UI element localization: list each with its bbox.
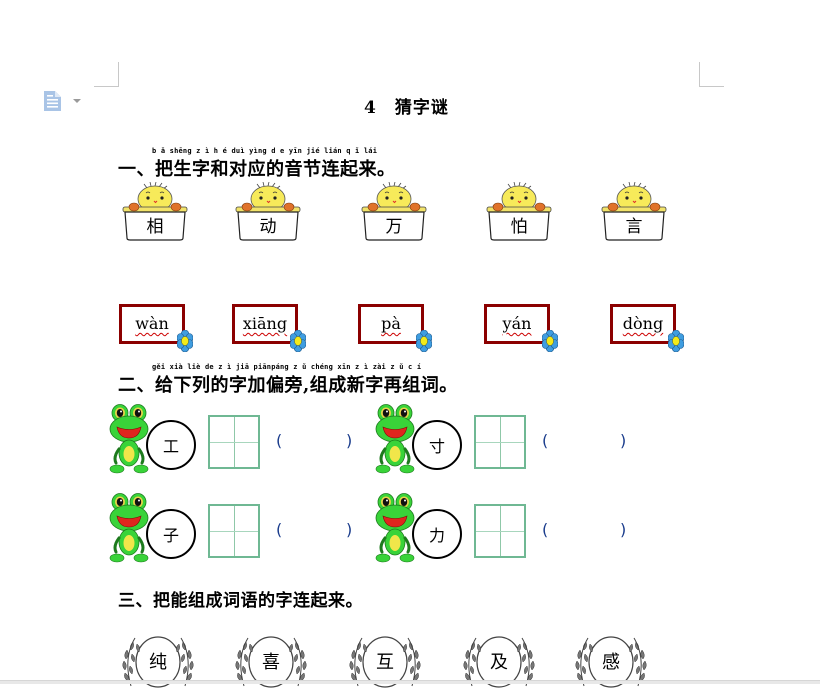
- word-answer-field[interactable]: [288, 518, 346, 540]
- chick-basket-icon: [601, 182, 667, 241]
- character-basket: 相: [119, 182, 191, 242]
- character-basket: 动: [232, 182, 304, 242]
- word-character: 及: [490, 652, 508, 673]
- base-character: 寸: [428, 437, 445, 456]
- chick-basket-icon: [486, 182, 552, 241]
- close-parenthesis: ): [620, 431, 627, 450]
- chevron-down-icon[interactable]: [73, 99, 81, 103]
- character-basket: 万: [358, 182, 430, 242]
- flower-icon: [415, 329, 433, 353]
- pinyin-card: yán: [484, 304, 550, 344]
- basket-character: 言: [625, 217, 643, 237]
- laurel-character-badge: 及: [460, 632, 538, 688]
- flower-icon: [541, 329, 559, 353]
- base-character-circle: 工: [146, 420, 196, 470]
- word-answer-field[interactable]: [554, 518, 626, 540]
- base-character-circle: 寸: [412, 420, 462, 470]
- document-paste-icon[interactable]: [43, 90, 63, 112]
- basket-character: 相: [146, 217, 164, 237]
- flower-icon: [289, 329, 307, 353]
- word-character: 互: [376, 652, 394, 673]
- pinyin-label: pà: [381, 314, 401, 333]
- frog-icon: [374, 403, 416, 475]
- laurel-wreath-icon: [349, 636, 421, 688]
- word-answer-field[interactable]: [554, 429, 626, 451]
- character-basket: 怕: [483, 182, 555, 242]
- word-answer-field[interactable]: [288, 429, 346, 451]
- pinyin-label: dòng: [622, 314, 664, 333]
- pinyin-label: wàn: [135, 314, 169, 333]
- laurel-character-badge: 纯: [119, 632, 197, 688]
- open-parenthesis: (: [542, 520, 549, 539]
- close-parenthesis: ): [346, 431, 353, 450]
- close-parenthesis: ): [620, 520, 627, 539]
- pinyin-card: xiāng: [232, 304, 298, 344]
- word-character: 纯: [149, 652, 167, 673]
- open-parenthesis: (: [542, 431, 549, 450]
- writing-grid-box[interactable]: [474, 415, 526, 469]
- page-corner-top-left: [94, 62, 119, 87]
- flower-icon: [176, 329, 194, 353]
- chick-basket-icon: [235, 182, 301, 241]
- section1-pinyin-ruby: b ǎ shēng z ì h é duì yìng d e yīn jié l…: [152, 147, 378, 155]
- pinyin-card: wàn: [119, 304, 185, 344]
- section3-heading: 三、把能组成词语的字连起来。: [118, 591, 363, 611]
- base-character-circle: 力: [412, 509, 462, 559]
- base-character: 力: [428, 526, 445, 545]
- chick-basket-icon: [122, 182, 188, 241]
- frog-icon: [108, 403, 150, 475]
- writing-grid-box[interactable]: [208, 415, 260, 469]
- page-bottom-edge: [0, 680, 820, 684]
- laurel-wreath-icon: [235, 636, 307, 688]
- laurel-wreath-icon: [463, 636, 535, 688]
- word-character: 感: [602, 652, 620, 673]
- frog-icon: [108, 492, 150, 564]
- page-corner-top-right: [699, 62, 724, 87]
- section2-heading: 二、给下列的字加偏旁,组成新字再组词。: [118, 375, 458, 396]
- character-basket: 言: [598, 182, 670, 242]
- base-character: 子: [162, 526, 179, 545]
- pinyin-card: dòng: [610, 304, 676, 344]
- chick-basket-icon: [361, 182, 427, 241]
- word-character: 喜: [262, 652, 280, 673]
- writing-grid-box[interactable]: [208, 504, 260, 558]
- flower-icon: [667, 329, 685, 353]
- laurel-character-badge: 喜: [232, 632, 310, 688]
- section2-pinyin-ruby: gěi xià liè de z ì jiā piānpáng z ǔ chén…: [152, 363, 422, 371]
- basket-character: 动: [259, 217, 277, 237]
- open-parenthesis: (: [276, 431, 283, 450]
- writing-grid-box[interactable]: [474, 504, 526, 558]
- laurel-character-badge: 互: [346, 632, 424, 688]
- basket-character: 怕: [510, 217, 528, 237]
- pinyin-label: xiāng: [242, 314, 288, 333]
- close-parenthesis: ): [346, 520, 353, 539]
- pinyin-label: yán: [502, 314, 532, 333]
- page-title: 4 猜字谜: [364, 98, 449, 118]
- basket-character: 万: [385, 217, 403, 237]
- pinyin-card: pà: [358, 304, 424, 344]
- section1-heading: 一、把生字和对应的音节连起来。: [118, 159, 396, 180]
- base-character-circle: 子: [146, 509, 196, 559]
- base-character: 工: [162, 437, 179, 456]
- frog-icon: [374, 492, 416, 564]
- laurel-wreath-icon: [122, 636, 194, 688]
- open-parenthesis: (: [276, 520, 283, 539]
